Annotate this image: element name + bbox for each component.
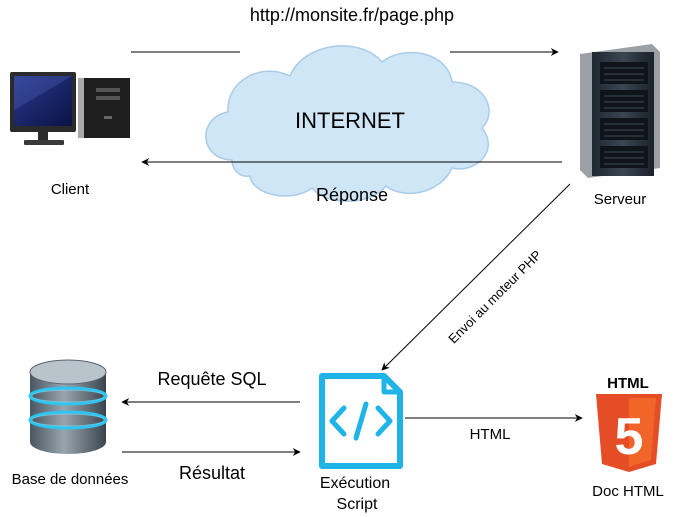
html5-logo-icon: HTML 5 [596,375,662,472]
doc-html-label: Doc HTML [592,483,664,500]
requete-sql-label: Requête SQL [157,369,266,389]
serveur-label: Serveur [594,191,647,208]
html5-badge-text: HTML [607,375,649,392]
code-file-icon [319,373,403,469]
url-label: http://monsite.fr/page.php [250,5,454,25]
base-donnees-label: Base de données [12,471,129,488]
execution-label-line1: Exécution [320,475,390,492]
server-rack-icon [580,44,660,178]
internet-label: INTERNET [295,108,405,133]
database-icon [28,359,108,454]
html-edge-label: HTML [470,426,511,443]
desktop-computer-icon [10,72,130,145]
envoi-label: Envoi au moteur PHP [445,247,544,346]
reponse-label: Réponse [316,185,388,205]
client-label: Client [51,181,90,198]
resultat-label: Résultat [179,463,245,483]
html5-digit: 5 [615,408,644,466]
execution-label-line2: Script [337,496,378,513]
php-engine-arrow [381,183,571,371]
